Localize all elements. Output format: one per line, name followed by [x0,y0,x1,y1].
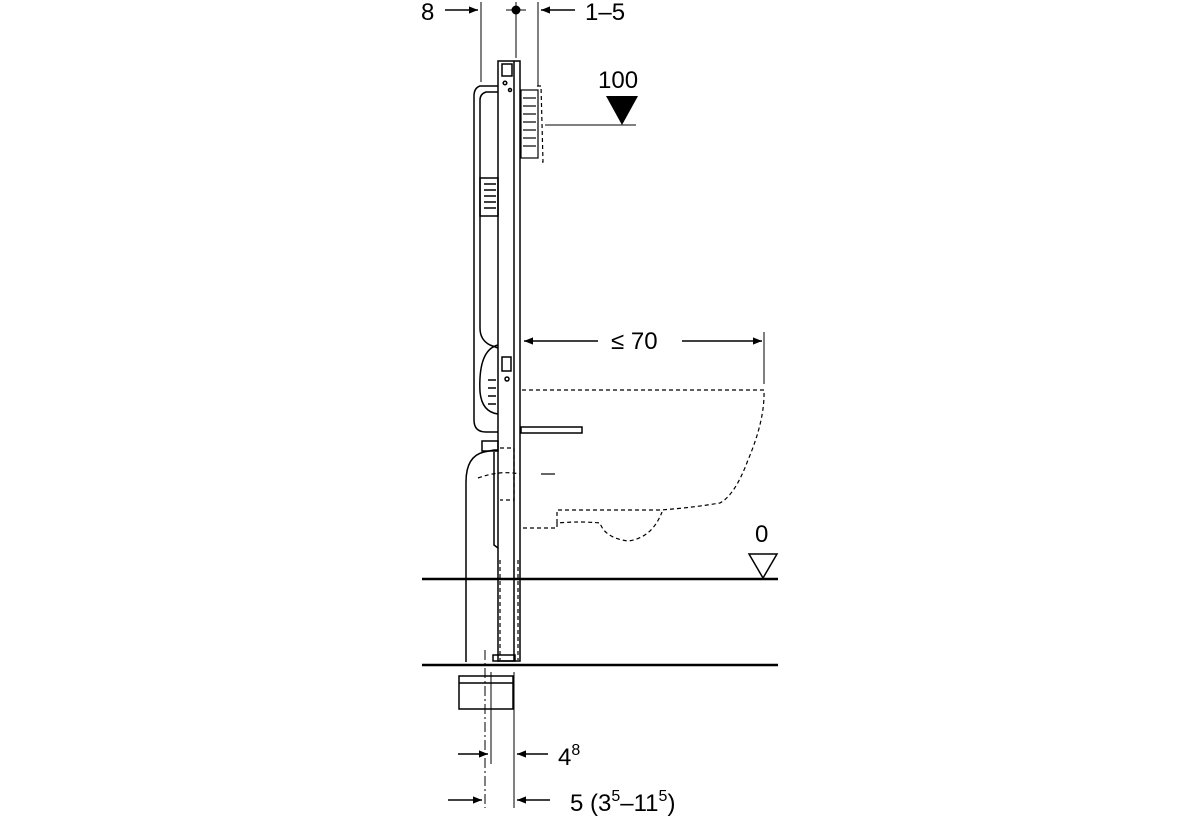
flush-plate [520,85,544,163]
dimension-label-top-left: 8 [421,0,434,26]
bottom-second-sup2: 5 [659,788,668,805]
floor-level-marker [747,553,779,580]
mounting-frame [492,60,521,662]
height-marker-100 [545,96,638,126]
dimension-label-bottom-second: 5 (35–115) [570,788,675,817]
bottom-second-sup1: 5 [611,788,620,805]
drain-pipe [458,440,514,710]
bottom-first-base: 4 [558,744,571,771]
connection-elbow [477,447,555,660]
dimension-projection [524,332,765,384]
cistern [473,85,499,433]
axis-marker [506,2,526,58]
fixing-bolt [520,426,583,434]
bottom-second-a: 5 (3 [570,790,611,817]
dimension-label-bottom-first: 48 [558,742,580,771]
wc-bowl-outline [522,389,765,542]
height-label-100: 100 [598,67,638,94]
floor-level-label: 0 [755,521,768,548]
dimension-label-projection: ≤ 70 [611,328,658,355]
bottom-second-c: ) [667,790,675,817]
dimension-top-left [445,2,482,82]
dimension-top-right [537,2,575,86]
dimension-bottom [448,650,550,808]
dimension-label-top-right: 1–5 [585,0,625,26]
bottom-second-b: –11 [620,790,658,817]
bottom-first-sup: 8 [571,742,580,759]
